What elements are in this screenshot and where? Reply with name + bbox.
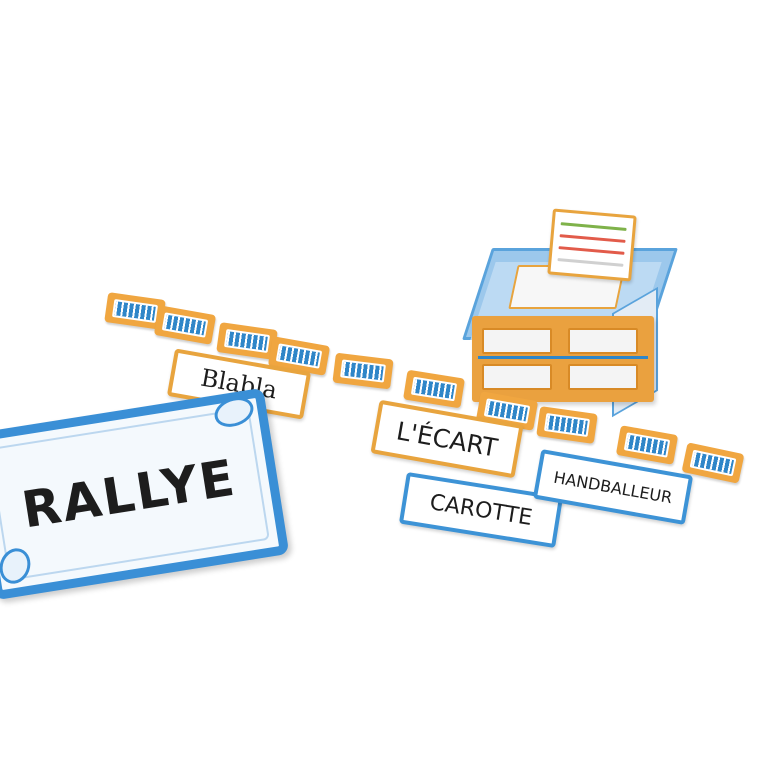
token-card	[332, 352, 394, 390]
token-card	[216, 322, 278, 360]
card-inner-frame	[0, 407, 270, 581]
word-ecart: L'ÉCART	[394, 415, 500, 463]
token-card	[153, 305, 217, 345]
word-carotte: CAROTTE	[427, 489, 535, 531]
token-card	[536, 406, 598, 444]
token-card	[403, 369, 465, 409]
box-front-panel	[472, 316, 654, 402]
token-card	[615, 425, 679, 465]
word-handballeur: HANDBALLEUR	[552, 467, 674, 507]
score-card	[547, 208, 637, 282]
